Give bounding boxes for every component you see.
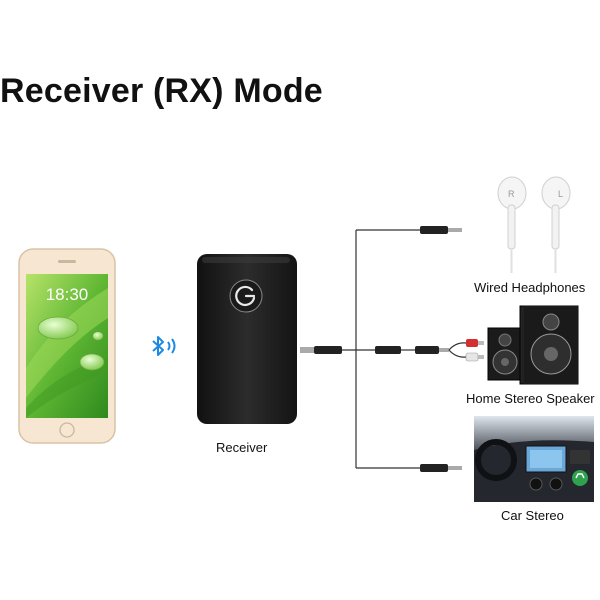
power-icon <box>235 285 256 307</box>
output-label-speaker: Home Stereo Speaker <box>466 391 595 406</box>
stereo-speakers-illustration <box>487 305 579 385</box>
output-label-headphones: Wired Headphones <box>474 280 586 295</box>
page-title: Receiver (RX) Mode <box>0 72 323 110</box>
bluetooth-icon <box>152 336 176 356</box>
phone-clock: 18:30 <box>46 285 89 304</box>
svg-text:L: L <box>558 189 563 199</box>
aux-plug-receiver <box>300 346 342 354</box>
output-label-car: Car Stereo <box>501 508 564 523</box>
aux-plug-headphones <box>420 226 462 234</box>
svg-text:R: R <box>508 189 515 199</box>
receiver-label: Receiver <box>216 440 268 455</box>
aux-plug-car <box>420 464 462 472</box>
receiver-device <box>197 254 297 424</box>
aux-to-rca-adapter <box>415 339 484 362</box>
aux-plug-inline <box>375 346 401 354</box>
earphones-illustration: R L <box>497 176 571 273</box>
car-stereo-illustration <box>474 416 594 502</box>
smartphone-illustration: 18:30 <box>18 248 116 444</box>
